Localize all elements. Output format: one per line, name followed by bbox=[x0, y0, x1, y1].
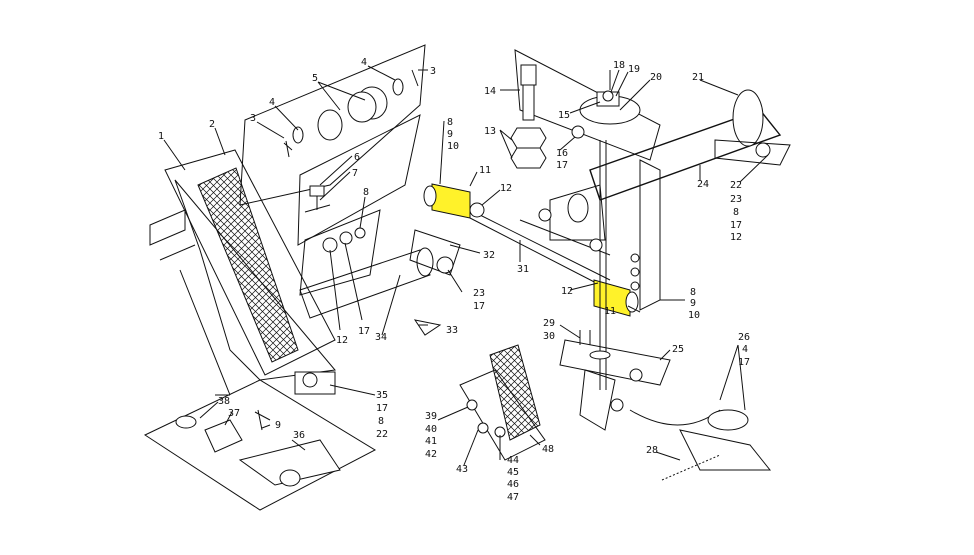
label-13: 13 bbox=[484, 126, 496, 137]
label-36: 36 bbox=[293, 430, 305, 441]
clevis-lower bbox=[593, 279, 639, 317]
label-9: 9 bbox=[275, 420, 281, 431]
label-47: 47 bbox=[507, 492, 519, 503]
label-1: 1 bbox=[158, 131, 164, 142]
label-42: 42 bbox=[425, 449, 437, 460]
label-43: 43 bbox=[456, 464, 468, 475]
label-39: 39 bbox=[425, 411, 437, 422]
label-3: 3 bbox=[250, 113, 256, 124]
label-48: 48 bbox=[542, 444, 554, 455]
label-26: 26 bbox=[738, 332, 750, 343]
label-6: 6 bbox=[354, 152, 360, 163]
label-40: 40 bbox=[425, 424, 437, 435]
label-8: 8 bbox=[733, 207, 739, 218]
label-32: 32 bbox=[483, 250, 495, 261]
pedal-shaft bbox=[519, 89, 791, 256]
label-18: 18 bbox=[613, 60, 625, 71]
label-17: 17 bbox=[556, 160, 568, 171]
label-41: 41 bbox=[425, 436, 437, 447]
label-44: 44 bbox=[507, 455, 519, 466]
label-14: 14 bbox=[484, 86, 496, 97]
linkage-rod bbox=[469, 209, 611, 289]
bracket-assembly bbox=[514, 49, 661, 390]
bushing-panel bbox=[239, 44, 426, 296]
label-12: 12 bbox=[336, 335, 348, 346]
label-28: 28 bbox=[646, 445, 658, 456]
label-17: 17 bbox=[376, 403, 388, 414]
label-2: 2 bbox=[209, 119, 215, 130]
lower-pin-panel bbox=[143, 379, 377, 511]
label-23: 23 bbox=[473, 288, 485, 299]
label-38: 38 bbox=[218, 396, 230, 407]
label-16: 16 bbox=[556, 148, 568, 159]
label-37: 37 bbox=[228, 408, 240, 419]
label-46: 46 bbox=[507, 479, 519, 490]
label-9: 9 bbox=[447, 129, 453, 140]
clevis-upper bbox=[423, 183, 485, 219]
label-10: 10 bbox=[447, 141, 459, 152]
label-4: 4 bbox=[361, 57, 367, 68]
accelerator-pedal bbox=[459, 344, 546, 461]
label-20: 20 bbox=[650, 72, 662, 83]
label-12: 12 bbox=[500, 183, 512, 194]
label-11: 11 bbox=[479, 165, 491, 176]
cross-shaft bbox=[299, 229, 461, 336]
label-8: 8 bbox=[690, 287, 696, 298]
label-4: 4 bbox=[742, 344, 748, 355]
label-4: 4 bbox=[269, 97, 275, 108]
label-17: 17 bbox=[738, 357, 750, 368]
label-25: 25 bbox=[672, 344, 684, 355]
label-31: 31 bbox=[517, 264, 529, 275]
label-11: 11 bbox=[604, 306, 616, 317]
label-8: 8 bbox=[363, 187, 369, 198]
label-12: 12 bbox=[730, 232, 742, 243]
leader-lines bbox=[163, 65, 769, 466]
label-17: 17 bbox=[358, 326, 370, 337]
label-22: 22 bbox=[376, 429, 388, 440]
label-8: 8 bbox=[447, 117, 453, 128]
label-15: 15 bbox=[558, 110, 570, 121]
bolt-set bbox=[510, 64, 585, 169]
label-29: 29 bbox=[543, 318, 555, 329]
label-10: 10 bbox=[688, 310, 700, 321]
label-30: 30 bbox=[543, 331, 555, 342]
label-5: 5 bbox=[312, 73, 318, 84]
part-labels: 1 2 3 4 5 4 3 6 7 8 12 17 34 33 32 23 17… bbox=[158, 57, 750, 503]
label-9: 9 bbox=[690, 298, 696, 309]
label-33: 33 bbox=[446, 325, 458, 336]
label-17: 17 bbox=[730, 220, 742, 231]
brake-pedal bbox=[149, 149, 336, 396]
label-21: 21 bbox=[692, 72, 704, 83]
label-24: 24 bbox=[697, 179, 709, 190]
label-22: 22 bbox=[730, 180, 742, 191]
label-35: 35 bbox=[376, 390, 388, 401]
label-23: 23 bbox=[730, 194, 742, 205]
label-17: 17 bbox=[473, 301, 485, 312]
label-34: 34 bbox=[375, 332, 387, 343]
lower-bracket bbox=[559, 330, 772, 481]
label-3: 3 bbox=[430, 66, 436, 77]
label-45: 45 bbox=[507, 467, 519, 478]
label-7: 7 bbox=[352, 168, 358, 179]
label-8: 8 bbox=[378, 416, 384, 427]
label-19: 19 bbox=[628, 64, 640, 75]
label-12: 12 bbox=[561, 286, 573, 297]
